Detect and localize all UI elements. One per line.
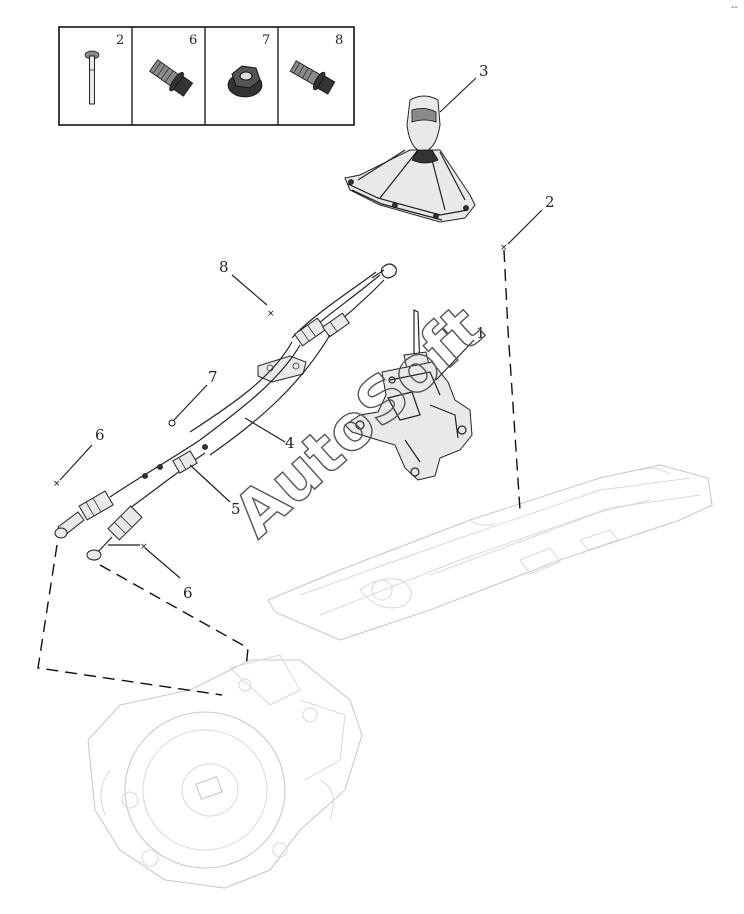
leader-lines (59, 77, 543, 579)
hardware-panel: 2 6 7 8 (58, 26, 355, 126)
callout-gear-knob: 3 (479, 62, 489, 80)
fastener-mark-6-left: × (53, 479, 61, 489)
callout-cable-bolt-upper: 8 (219, 258, 229, 276)
shift-lever-assembly (344, 309, 473, 481)
stud-bolt-icon (289, 60, 336, 95)
shift-cable-assembly (54, 263, 397, 561)
callout-cable-bracket: 5 (231, 500, 241, 518)
panel-number-8: 8 (335, 33, 343, 48)
fastener-mark-2: × (500, 243, 508, 253)
callout-numbers: 3 2 1 8 7 4 5 6 6 (95, 62, 555, 602)
fastener-mark-6-lower: × (140, 542, 148, 552)
assembly-guide-lines (37, 249, 521, 696)
callout-cable-bolt-left: 6 (95, 426, 105, 444)
callout-lever-assembly: 1 (476, 324, 486, 342)
flange-nut-icon (227, 65, 263, 98)
callout-cable-assembly: 4 (285, 434, 295, 452)
callout-bolt-floor: 2 (545, 193, 555, 211)
callout-cable-bolt-lower: 6 (183, 584, 193, 602)
fastener-mark-7 (168, 419, 176, 427)
panel-number-2: 2 (116, 33, 124, 48)
long-bolt-icon (84, 50, 100, 105)
fastener-marks: × × × × (53, 243, 508, 552)
floor-tunnel-panel (267, 464, 713, 641)
panel-number-6: 6 (189, 33, 197, 48)
panel-number-7: 7 (262, 33, 270, 48)
flange-bolt-icon (149, 59, 194, 97)
corner-mark: -- (731, 2, 738, 13)
transmission-housing (87, 654, 363, 889)
fastener-mark-8: × (267, 309, 275, 319)
gear-knob-and-boot (344, 95, 476, 223)
callout-cable-nut: 7 (208, 368, 218, 386)
